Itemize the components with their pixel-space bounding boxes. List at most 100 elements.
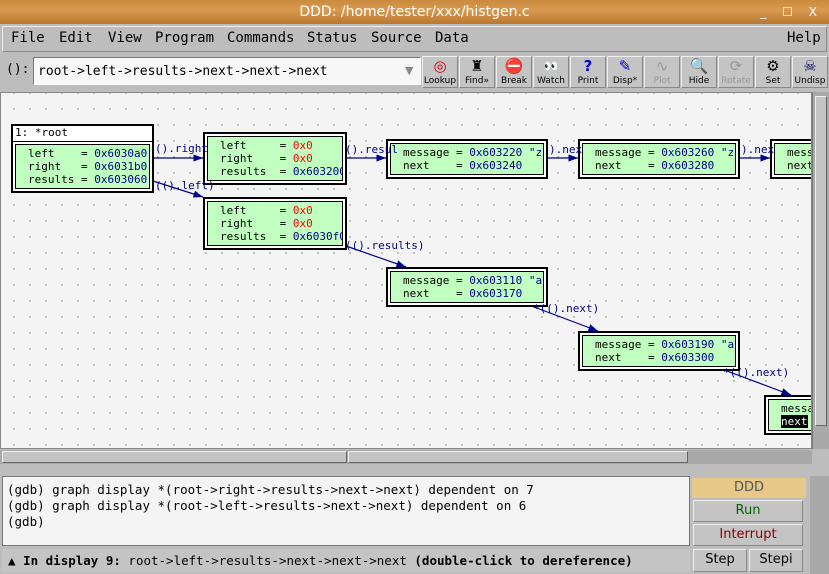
rotate-label: Rotate xyxy=(721,76,751,86)
status-bar: ▲ In display 9: root->left->results->nex… xyxy=(2,549,690,572)
edge-root-left xyxy=(152,180,204,198)
edge-label: (().left) xyxy=(155,179,215,192)
watch-label: Watch xyxy=(536,76,566,86)
display-button[interactable]: ✎Disp* xyxy=(607,56,643,88)
break-label: Break xyxy=(501,76,527,86)
display-body: message = 0x603220 "z1"next = 0x603240 xyxy=(390,143,544,175)
edge-label: ().right xyxy=(155,142,208,155)
menu-file[interactable]: File xyxy=(11,30,45,46)
stepi-button[interactable]: Stepi xyxy=(749,549,803,572)
hide-label: Hide xyxy=(688,76,710,86)
edge-label: ).nex xyxy=(741,143,775,156)
print-button[interactable]: ?Print xyxy=(570,56,606,88)
menu-view[interactable]: View xyxy=(108,30,142,46)
display-label: Disp* xyxy=(612,76,638,86)
edge-label: (().results) xyxy=(345,239,425,252)
interrupt-button[interactable]: Interrupt xyxy=(693,524,803,546)
graph-horizontal-scrollbar[interactable] xyxy=(0,450,812,464)
lookup-icon: ◎ xyxy=(433,57,447,75)
argument-label: (): xyxy=(6,62,30,77)
menu-edit[interactable]: Edit xyxy=(59,30,93,46)
status-arrow-icon[interactable]: ▲ xyxy=(8,553,16,568)
status-hint: (double-click to dereference) xyxy=(414,553,633,568)
hide-button[interactable]: 🔍Hide xyxy=(681,56,717,88)
menu-commands[interactable]: Commands xyxy=(227,30,295,46)
watch-button[interactable]: 👀 Watch xyxy=(533,56,569,88)
set-button[interactable]: ⚙Set xyxy=(755,56,791,88)
lookup-label: Lookup xyxy=(423,76,457,86)
display-a2[interactable]: message = 0x603190 "a2"next = 0x603300 xyxy=(578,331,740,371)
argument-dropdown-icon[interactable]: ▼ xyxy=(405,64,414,77)
rotate-button[interactable]: ⟳Rotate xyxy=(718,56,754,88)
window-controls[interactable]: _ ☐ X xyxy=(760,5,823,19)
eyes-icon: 👀 xyxy=(543,59,559,73)
menu-source[interactable]: Source xyxy=(371,30,422,46)
status-expression: root->left->results->next->next->next xyxy=(120,553,415,568)
graph-edges xyxy=(152,154,792,396)
rotate-icon: ⟳ xyxy=(729,57,743,75)
undisplay-label: Undisp xyxy=(794,76,826,86)
run-button[interactable]: Run xyxy=(693,500,803,522)
data-graph-canvas[interactable]: ().right ().resul ).nex ).nex (().left) … xyxy=(0,92,812,449)
menu-data[interactable]: Data xyxy=(435,30,469,46)
display-body: message = 0x603260 "z2"next = 0x603280 xyxy=(582,143,736,175)
console-scrollbar[interactable] xyxy=(810,476,829,574)
display-z1[interactable]: message = 0x603220 "z1"next = 0x603240 xyxy=(386,139,548,179)
plot-button[interactable]: ∿Plot xyxy=(644,56,680,88)
stop-sign-icon: ⛔ xyxy=(504,57,524,75)
display-a1[interactable]: message = 0x603110 "a1"next = 0x603170 xyxy=(386,267,548,307)
edge-label: ).nex xyxy=(549,143,583,156)
undisplay-button[interactable]: ☠Undisp xyxy=(792,56,828,88)
display-icon: ✎ xyxy=(618,57,632,75)
edge-left-a1 xyxy=(345,245,407,268)
display-body: message = 0x603110 "a1"next = 0x603170 xyxy=(390,271,544,303)
menu-status[interactable]: Status xyxy=(307,30,358,46)
find-button[interactable]: ♜Find» xyxy=(459,56,495,88)
window-title: DDD: /home/tester/xxx/histgen.c xyxy=(299,4,530,20)
magnifier-icon: 🔍 xyxy=(689,57,709,75)
question-icon: ? xyxy=(583,57,593,75)
step-button[interactable]: Step xyxy=(693,549,747,572)
edge-label: *(().next) xyxy=(533,302,600,315)
gear-icon: ⚙ xyxy=(766,57,780,75)
binoculars-icon: ♜ xyxy=(470,57,484,75)
edge-label: ().resul xyxy=(345,143,398,156)
menu-bar: File Edit View Program Commands Status S… xyxy=(2,26,827,52)
window-title-bar: DDD: /home/tester/xxx/histgen.c xyxy=(0,0,829,24)
break-button[interactable]: ⛔Break xyxy=(496,56,532,88)
set-label: Set xyxy=(765,76,781,86)
edge-a2-a3 xyxy=(718,367,792,396)
console-line: (gdb) graph display *(root->right->resul… xyxy=(7,482,534,497)
edge-a1-a2 xyxy=(525,303,599,332)
panel-title: DDD xyxy=(692,478,806,498)
print-label: Print xyxy=(577,76,599,86)
console-prompt: (gdb) xyxy=(7,514,53,529)
lookup-button[interactable]: ◎Lookup xyxy=(422,56,458,88)
plot-icon: ∿ xyxy=(655,57,669,75)
edge-label: *(().next) xyxy=(723,366,790,379)
find-label: Find» xyxy=(465,76,489,86)
display-body: message = 0x603190 "a2"next = 0x603300 xyxy=(582,335,736,367)
scroll-track[interactable] xyxy=(348,451,688,463)
argument-input[interactable]: root->left->results->next->next->next xyxy=(33,57,421,85)
gdb-console[interactable]: (gdb) graph display *(root->right->resul… xyxy=(2,476,690,546)
menu-program[interactable]: Program xyxy=(155,30,215,46)
scroll-thumb[interactable] xyxy=(2,451,347,463)
graph-vertical-scrollbar[interactable] xyxy=(812,92,829,449)
plot-label: Plot xyxy=(653,76,671,86)
scroll-thumb[interactable] xyxy=(815,96,827,426)
selected-field[interactable]: next xyxy=(781,415,808,428)
display-z2[interactable]: message = 0x603260 "z2"next = 0x603280 xyxy=(578,139,740,179)
menu-help[interactable]: Help xyxy=(787,30,821,46)
skull-icon: ☠ xyxy=(803,57,817,75)
